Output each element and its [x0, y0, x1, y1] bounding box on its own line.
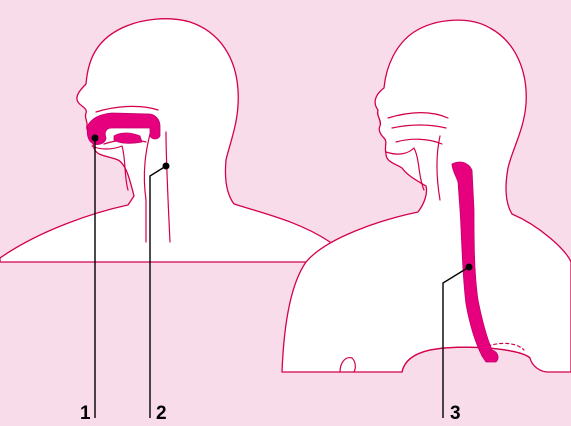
label-pharynx-number: 2 — [156, 403, 167, 424]
number-labels: 1 2 3 — [80, 403, 461, 424]
right-body-silhouette — [282, 20, 571, 372]
label-mouth-number: 1 — [80, 403, 91, 424]
left-head-figure — [0, 19, 339, 262]
label-esophagus-number: 3 — [450, 403, 461, 424]
right-head-figure — [282, 20, 571, 372]
